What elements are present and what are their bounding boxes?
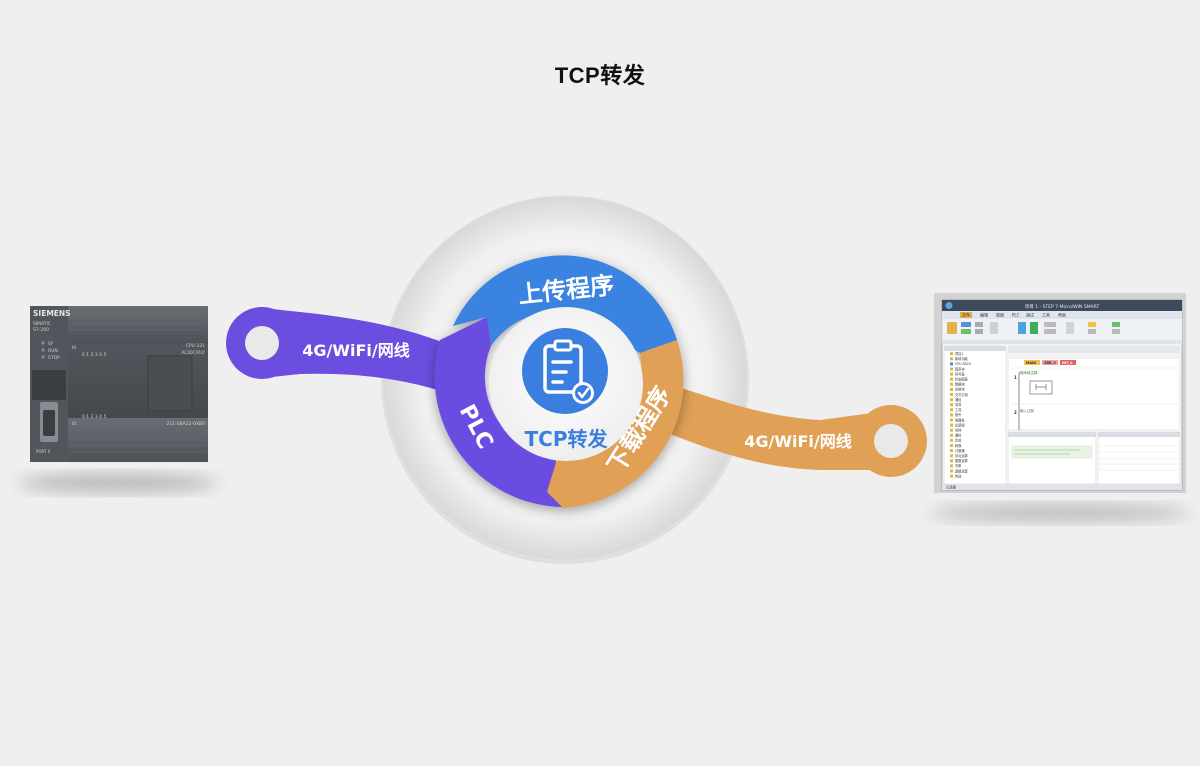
- status-bar: 已连接: [946, 485, 957, 490]
- tree-folder-icon: [950, 367, 953, 371]
- tree-item[interactable]: 向导: [955, 402, 961, 407]
- tree-item[interactable]: 整数运算: [955, 458, 969, 463]
- network-comment-1: 程序段注释: [1020, 370, 1038, 375]
- software-window: 项目 1 - STEP 7-Micro/WIN SMART 文件 编辑 视图 P…: [930, 293, 1190, 521]
- tree-folder-icon: [950, 372, 953, 376]
- plc-led-run: RUN: [48, 348, 58, 354]
- tree-folder-icon: [950, 423, 953, 427]
- plc-led-sf: SF: [48, 341, 54, 347]
- tree-folder-icon: [950, 474, 953, 478]
- tree-folder-icon: [950, 387, 953, 391]
- tree-folder-icon: [950, 418, 953, 422]
- software-title: 项目 1 - STEP 7-Micro/WIN SMART: [1025, 304, 1100, 310]
- center-label: TCP转发: [525, 427, 609, 451]
- tree-folder-icon: [950, 444, 953, 447]
- tree-item[interactable]: 指令: [955, 412, 962, 417]
- svg-text:1: 1: [1014, 375, 1017, 380]
- tree-item[interactable]: 通信: [955, 397, 962, 402]
- tree-folder-icon: [950, 393, 953, 396]
- tree-folder-icon: [950, 403, 953, 407]
- tree-item[interactable]: CPU SR20: [955, 362, 971, 366]
- tree-item[interactable]: 转换: [955, 443, 962, 448]
- plc-row-labels-top: 0 1 2 3 4 5: [82, 352, 106, 358]
- menu-file: 文件: [962, 312, 970, 318]
- tree-folder-icon: [950, 362, 953, 366]
- page-title: TCP转发: [554, 63, 646, 88]
- tree-folder-icon: [950, 459, 953, 463]
- tree-folder-icon: [950, 357, 953, 361]
- svg-text:2: 2: [1014, 410, 1017, 415]
- plc-led-stop: STOP: [48, 355, 60, 361]
- tree-folder-icon: [950, 454, 953, 458]
- tree-item[interactable]: 时钟: [955, 428, 961, 433]
- plc-terminal-bottom: I0: [72, 421, 76, 427]
- tree-folder-icon: [950, 449, 953, 453]
- plc-cpu-sub: AC/DC/RLY: [181, 350, 205, 356]
- tree-item[interactable]: 状态图表: [955, 377, 969, 382]
- clipboard-check-icon: [522, 328, 608, 414]
- tree-item[interactable]: 中断: [955, 463, 962, 468]
- plc-terminal-top: I0: [72, 345, 76, 351]
- tree-folder-icon: [950, 398, 953, 402]
- tree-item[interactable]: 浮点运算: [955, 453, 969, 458]
- menu-plc: PLC: [1012, 313, 1020, 318]
- tree-item[interactable]: 工具: [955, 407, 962, 412]
- left-connector: 4G/WiFi/网线: [226, 307, 470, 402]
- tree-folder-icon: [950, 464, 953, 468]
- tree-item[interactable]: 程序块: [955, 366, 965, 371]
- tree-item[interactable]: 新增功能: [955, 356, 969, 361]
- plc-model-line-2: S7-200: [33, 327, 49, 333]
- tab-int: INT_0: [1062, 361, 1073, 365]
- segment-plc: [434, 317, 563, 507]
- tree-item[interactable]: 通信: [955, 433, 962, 438]
- tree-item[interactable]: 数据块: [955, 382, 965, 387]
- plc-model-line-1: SIMATIC: [33, 321, 51, 327]
- tree-item[interactable]: 比较: [955, 438, 962, 443]
- tree-folder-icon: [950, 408, 953, 412]
- tree-item[interactable]: 系统块: [955, 387, 965, 392]
- menu-tools: 工具: [1042, 312, 1050, 318]
- tab-main: MAIN: [1026, 361, 1036, 365]
- tree-folder-icon: [950, 428, 953, 432]
- menu-help: 帮助: [1058, 312, 1066, 318]
- tree-folder-icon: [950, 382, 953, 386]
- segment-download: [547, 340, 684, 508]
- right-connector: 4G/WiFi/网线: [660, 385, 927, 477]
- network-comment-2: 输入注释: [1020, 408, 1035, 413]
- tree-folder-icon: [950, 433, 953, 437]
- tree-folder-icon: [950, 413, 953, 417]
- menu-edit: 编辑: [980, 312, 988, 318]
- left-link-label: 4G/WiFi/网线: [302, 341, 410, 360]
- tree-folder-icon: [950, 469, 953, 473]
- tab-sbr: SBR_0: [1044, 361, 1056, 365]
- tree-folder-icon: [950, 438, 953, 442]
- tree-item[interactable]: 符号表: [955, 371, 965, 376]
- tree-item[interactable]: 项目1: [955, 352, 963, 356]
- plc-cpu-label: CPU 221: [186, 343, 205, 349]
- tree-folder-icon: [950, 377, 953, 381]
- right-link-label: 4G/WiFi/网线: [744, 432, 852, 451]
- plc-port-label: PORT 0: [36, 449, 51, 454]
- plc-part-number: 211-0BA22-0XB0: [167, 421, 206, 427]
- menu-view: 视图: [996, 312, 1004, 318]
- tree-item[interactable]: 逻辑运算: [955, 468, 969, 473]
- tree-item[interactable]: 计数器: [955, 448, 965, 453]
- tree-item[interactable]: 传送: [955, 473, 962, 478]
- menu-debug: 调试: [1026, 312, 1034, 318]
- plc-row-labels-bottom: 0 1 2 3 4 5: [82, 414, 106, 420]
- tree-item[interactable]: 位逻辑: [955, 422, 965, 427]
- segment-upload: [453, 255, 677, 353]
- tree-item[interactable]: 收藏夹: [955, 417, 965, 422]
- plc-brand: SIEMENS: [33, 309, 71, 318]
- tree-item[interactable]: 交叉引用: [955, 392, 968, 397]
- plc-device: SIEMENS SIMATIC S7-200 SF RUN STOP I0 0 …: [18, 306, 218, 492]
- tree-folder-icon: [950, 352, 953, 356]
